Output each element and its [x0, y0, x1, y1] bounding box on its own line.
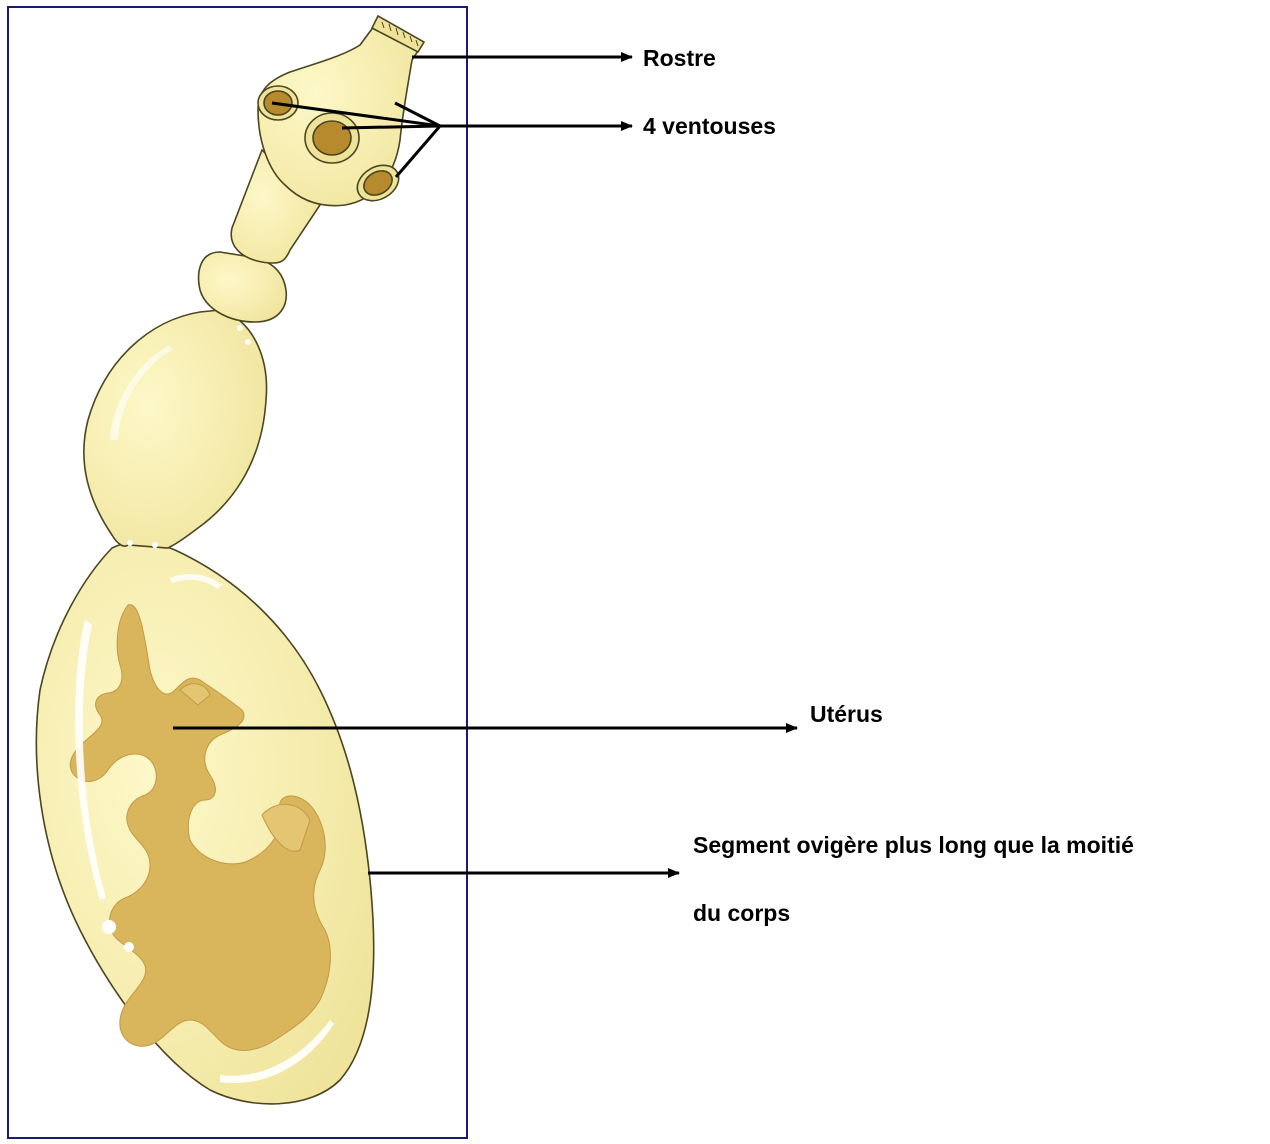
label-uterus: Utérus — [810, 701, 883, 727]
label-segment-line1: Segment ovigère plus long que la moitié — [693, 832, 1134, 858]
label-segment-line2: du corps — [693, 900, 790, 926]
label-ventouses: 4 ventouses — [643, 113, 776, 139]
ventouse-line-4 — [396, 126, 440, 177]
ventouse-line-2 — [342, 126, 440, 128]
sucker-2 — [305, 113, 359, 163]
label-rostre: Rostre — [643, 45, 716, 71]
